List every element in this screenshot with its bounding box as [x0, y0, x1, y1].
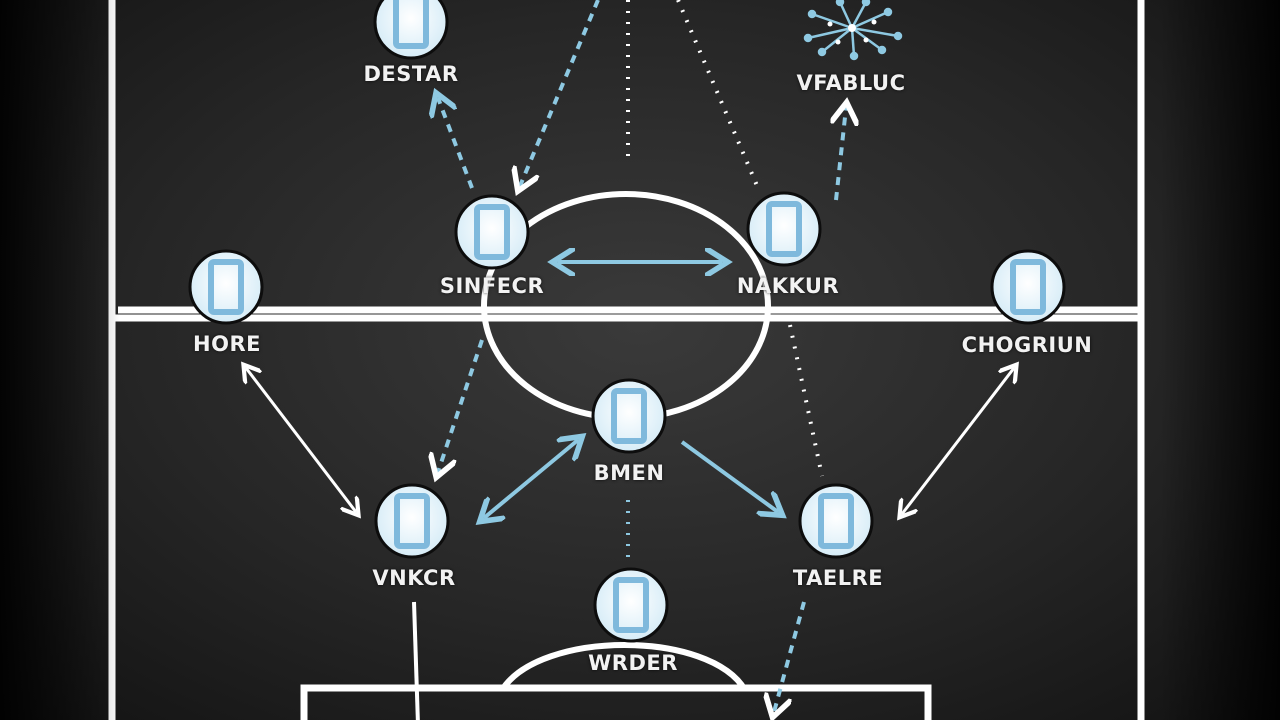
player-token-wrder[interactable]: [593, 567, 669, 643]
player-token-taelre[interactable]: [798, 483, 874, 559]
player-token-hore[interactable]: [188, 249, 264, 325]
arrow-chogriun-to-taelre: [902, 368, 1014, 514]
player-token-vnkcr[interactable]: [374, 483, 450, 559]
player-label-taelre: TAELRE: [792, 566, 884, 590]
player-token-bmen[interactable]: [591, 378, 667, 454]
player-label-sinfecr: SINFECR: [439, 274, 545, 298]
player-token-nakkur[interactable]: [746, 191, 822, 267]
penalty-box: [300, 684, 932, 720]
arrow-taelre-down: [774, 601, 806, 712]
player-label-wrder: WRDER: [588, 651, 678, 675]
arrow-nakkur-to-vfabluc: [836, 108, 846, 201]
arrow-hore-to-vnkcr: [246, 368, 356, 512]
network-burst-icon: [803, 0, 903, 61]
arrow-run-to-nakkur: [676, 0, 760, 189]
arrow-to-vnkcr: [438, 339, 484, 472]
player-label-destar: DESTAR: [363, 62, 459, 86]
arrow-nakkur-to-taelre: [788, 324, 824, 477]
annotation-label: VFABLUC: [796, 71, 906, 95]
player-token-sinfecr[interactable]: [454, 194, 530, 270]
player-label-nakkur: NAKKUR: [736, 274, 840, 298]
player-token-destar[interactable]: [373, 0, 449, 60]
player-label-chogriun: CHOGRIUN: [961, 333, 1093, 357]
player-tokens: [188, 0, 1066, 643]
player-label-bmen: BMEN: [593, 461, 665, 485]
movement-arrows: [246, 0, 1014, 720]
arrow-sinfecr-to-destar: [438, 98, 474, 189]
arrow-bmen-to-taelre: [680, 440, 778, 512]
arrow-pass-to-sinfecr: [520, 0, 600, 186]
arrow-bmen-to-vnkcr: [484, 440, 578, 518]
player-token-chogriun[interactable]: [990, 249, 1066, 325]
penalty-arc: [499, 642, 748, 692]
player-label-hore: HORE: [193, 332, 261, 356]
vnkcr-run-line: [412, 601, 420, 720]
player-label-vnkcr: VNKCR: [372, 566, 456, 590]
